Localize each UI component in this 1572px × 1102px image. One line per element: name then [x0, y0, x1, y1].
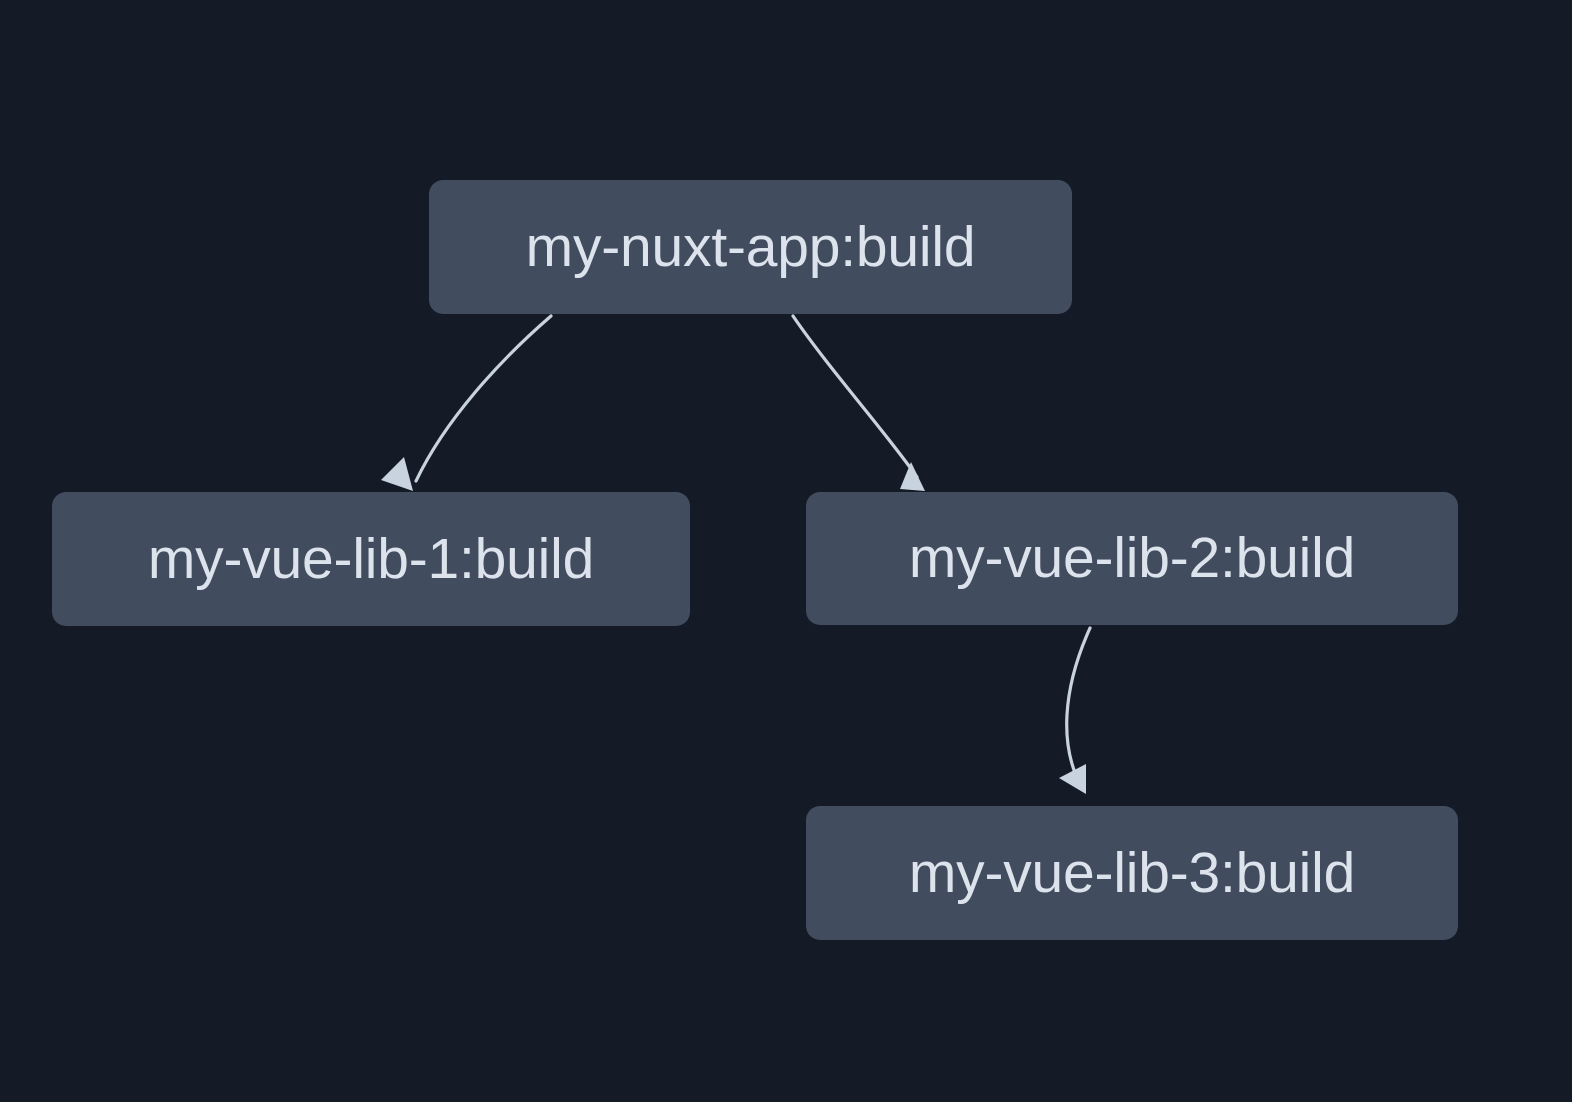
- arrowhead-icon-root-lib1: [381, 457, 413, 491]
- edge-path-root-lib1: [414, 314, 553, 483]
- edge-root-to-lib2: [791, 314, 925, 491]
- node-label: my-vue-lib-2:build: [908, 526, 1356, 590]
- graph-node-my-vue-lib-1-build[interactable]: my-vue-lib-1:build: [52, 492, 690, 626]
- edge-path-root-lib2: [791, 314, 919, 479]
- graph-node-my-vue-lib-3-build[interactable]: my-vue-lib-3:build: [806, 806, 1458, 940]
- edge-path-lib2-lib3: [1065, 626, 1092, 786]
- graph-node-my-nuxt-app-build[interactable]: my-nuxt-app:build: [429, 180, 1072, 314]
- node-label: my-vue-lib-1:build: [147, 526, 595, 591]
- edge-lib2-to-lib3: [1059, 626, 1092, 794]
- arrowhead-icon-root-lib2: [900, 462, 925, 491]
- arrowhead-icon-lib2-lib3: [1059, 764, 1086, 794]
- edge-root-to-lib1: [381, 314, 553, 491]
- graph-node-my-vue-lib-2-build[interactable]: my-vue-lib-2:build: [806, 492, 1458, 625]
- node-label: my-vue-lib-3:build: [908, 840, 1356, 905]
- node-label: my-nuxt-app:build: [525, 214, 976, 279]
